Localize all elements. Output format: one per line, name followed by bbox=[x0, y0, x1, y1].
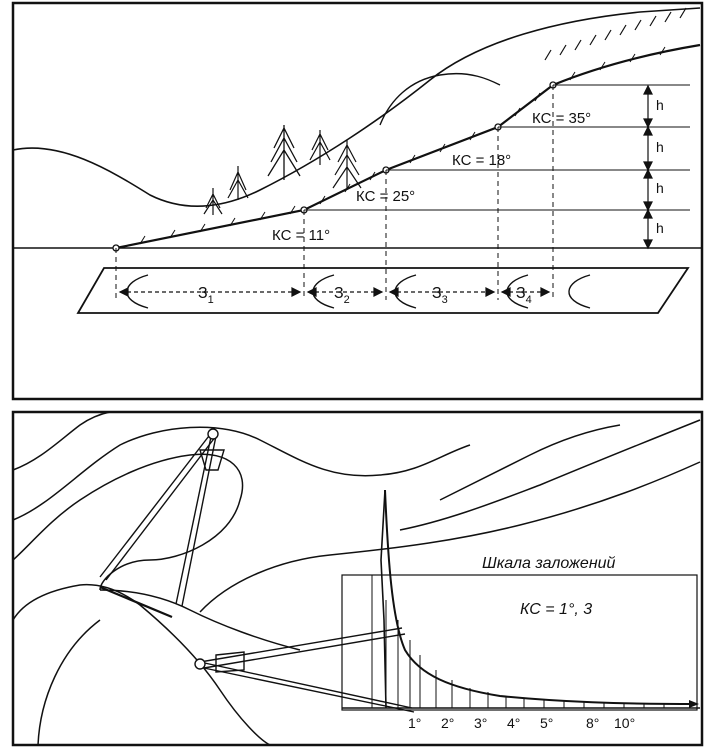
tree-3 bbox=[267, 125, 301, 180]
background-hill-outline bbox=[12, 7, 701, 207]
height-label-1: h bbox=[656, 97, 664, 113]
tick-label-5: 5° bbox=[540, 715, 553, 731]
interval-arrows bbox=[118, 287, 551, 297]
laying-scale-arrow bbox=[689, 700, 699, 708]
tree-5 bbox=[332, 140, 362, 190]
slope-hatching bbox=[139, 46, 666, 245]
interval-label-1: З1 bbox=[198, 285, 214, 306]
interval-label-2: З2 bbox=[334, 285, 350, 306]
drop-lines bbox=[115, 85, 554, 300]
dividers-instrument bbox=[99, 431, 225, 619]
laying-scale-tick-labels: 1° 2° 3° 4° 5° 8° 10° bbox=[408, 715, 635, 731]
laying-scale-spike bbox=[380, 489, 387, 709]
slope-profile-line bbox=[115, 43, 701, 250]
laying-scale bbox=[341, 489, 700, 711]
slope-label-kc18: КС = 18° bbox=[452, 152, 511, 169]
measuring-dividers-pivot bbox=[194, 658, 206, 670]
laying-scale-title: Шкала заложений bbox=[482, 555, 616, 572]
laying-scale-note: КС = 1°, 3 bbox=[520, 601, 592, 618]
tick-label-1: 1° bbox=[408, 715, 421, 731]
map-panel: Шкала заложений КС = 1°, 3 1° 2° 3° 4° 5… bbox=[11, 410, 704, 747]
slope-label-kc35: КС = 35° bbox=[532, 110, 591, 127]
height-label-2: h bbox=[656, 139, 664, 155]
height-label-3: h bbox=[656, 180, 664, 196]
interval-label-3: З3 bbox=[432, 285, 448, 306]
profile-panel-frame bbox=[11, 1, 704, 401]
height-dimension bbox=[643, 84, 653, 250]
dividers-pivot bbox=[207, 428, 219, 440]
tick-label-4: 4° bbox=[507, 715, 520, 731]
hill-shade-hatching bbox=[544, 7, 687, 61]
laying-scale-box bbox=[341, 574, 698, 711]
laying-scale-verticals bbox=[371, 575, 665, 708]
tick-label-3: 3° bbox=[474, 715, 487, 731]
tree-2 bbox=[227, 166, 249, 200]
tree-4 bbox=[309, 130, 331, 165]
laying-scale-curve bbox=[384, 489, 698, 705]
profile-panel: h h h h КС = 11° КС = 25° КС = 18° КС = … bbox=[11, 1, 704, 401]
map-contours bbox=[12, 411, 701, 746]
slope-label-kc25: КС = 25° bbox=[356, 188, 415, 205]
tick-label-8: 8° bbox=[586, 715, 599, 731]
tick-label-2: 2° bbox=[441, 715, 454, 731]
interval-label-4: З4 bbox=[516, 285, 532, 306]
trees-group bbox=[203, 125, 362, 215]
tree-1 bbox=[203, 188, 223, 215]
height-label-4: h bbox=[656, 220, 664, 236]
tick-label-10: 10° bbox=[614, 715, 635, 731]
slope-label-kc11: КС = 11° bbox=[272, 227, 330, 244]
plan-parallelogram bbox=[76, 267, 690, 314]
background-hill-ridge bbox=[379, 73, 501, 126]
map-panel-frame bbox=[11, 410, 704, 747]
